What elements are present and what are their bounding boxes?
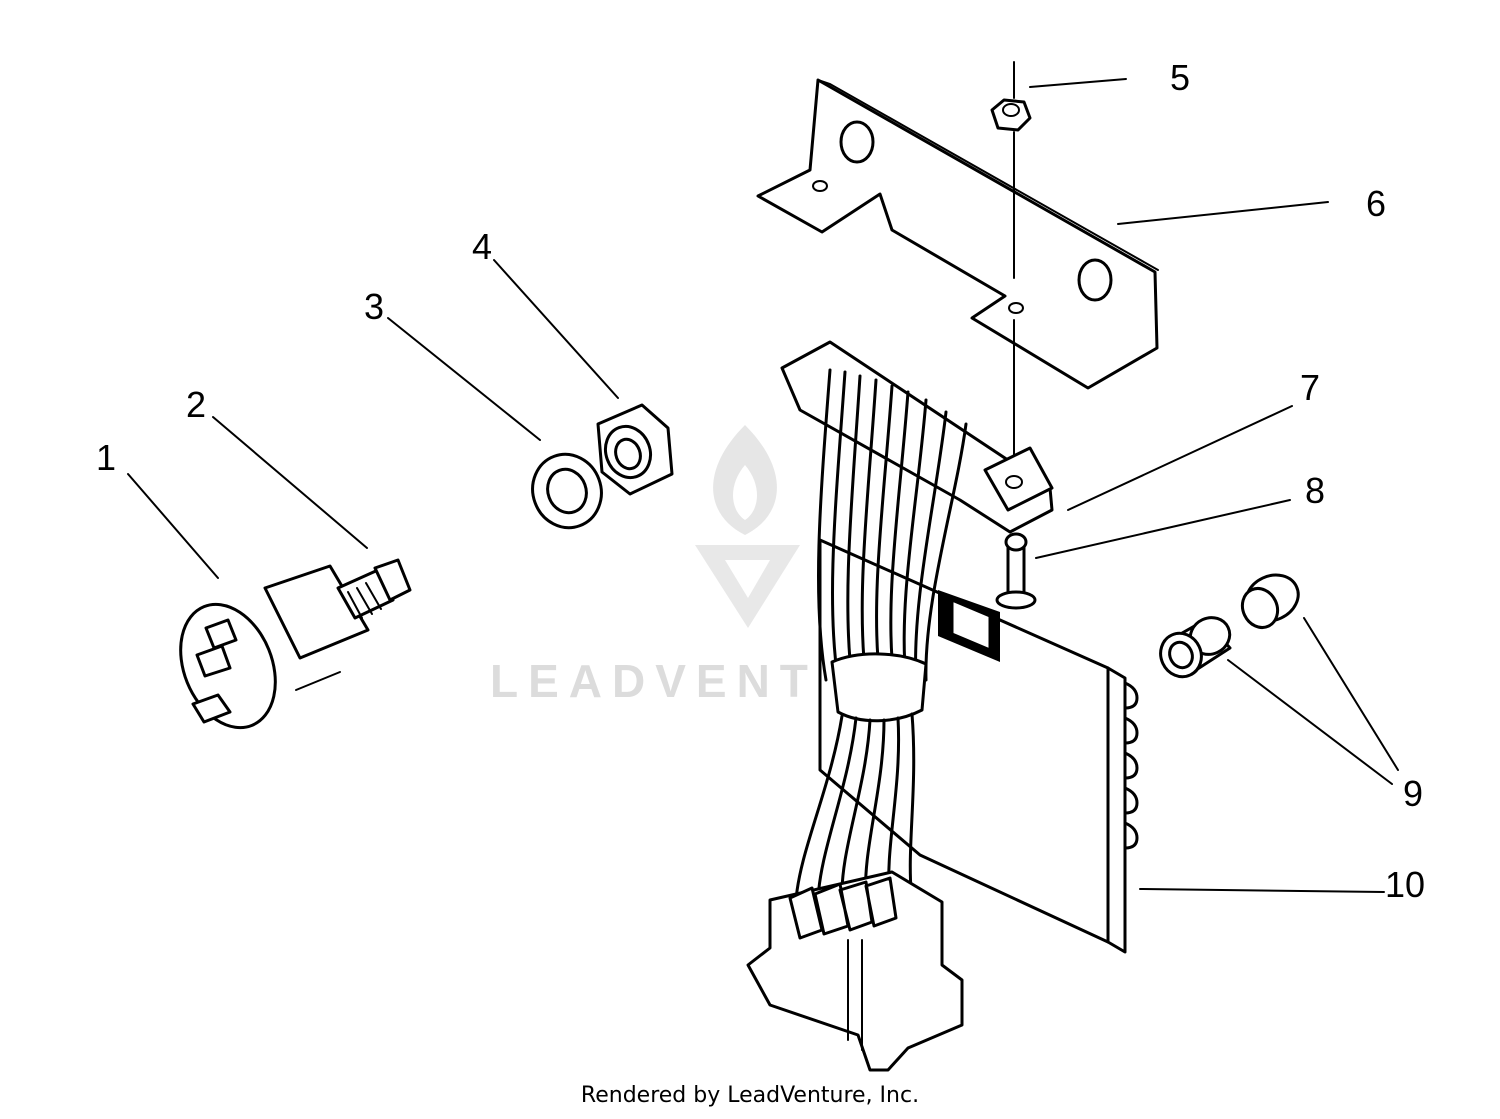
part-9-plugs xyxy=(1159,573,1300,679)
callout-6: 6 xyxy=(1366,183,1387,224)
part-5-nut xyxy=(990,61,1032,471)
part-4-hex-nut xyxy=(596,403,674,496)
callout-10: 10 xyxy=(1385,864,1426,905)
part-3-washer xyxy=(531,452,603,530)
callout-9: 9 xyxy=(1403,773,1424,814)
footer-credit: Rendered by LeadVenture, Inc. xyxy=(580,1083,920,1108)
part-2-stem xyxy=(336,558,412,620)
callout-7: 7 xyxy=(1300,367,1321,408)
callout-1: 1 xyxy=(96,437,117,478)
part-1-switch xyxy=(179,564,370,730)
leader-lines xyxy=(127,78,1399,893)
part-7-harness xyxy=(746,340,1054,1072)
callout-8: 8 xyxy=(1305,470,1326,511)
callout-3: 3 xyxy=(364,286,385,327)
callout-2: 2 xyxy=(186,384,207,425)
part-6-bracket xyxy=(756,78,1159,390)
callout-4: 4 xyxy=(472,226,493,267)
part-8-pin xyxy=(995,532,1037,610)
callout-5: 5 xyxy=(1170,57,1191,98)
